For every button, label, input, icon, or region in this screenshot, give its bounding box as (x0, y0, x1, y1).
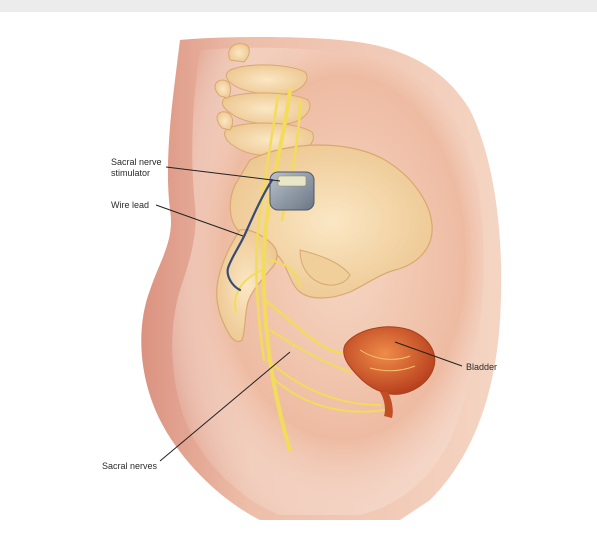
label-bladder: Bladder (466, 362, 497, 373)
label-sacral-nerves: Sacral nerves (102, 461, 157, 472)
label-wire-lead: Wire lead (111, 200, 149, 211)
label-stimulator-line1: Sacral nerve (111, 157, 162, 168)
label-stimulator-line2: stimulator (111, 168, 150, 179)
stimulator-device (270, 172, 314, 210)
